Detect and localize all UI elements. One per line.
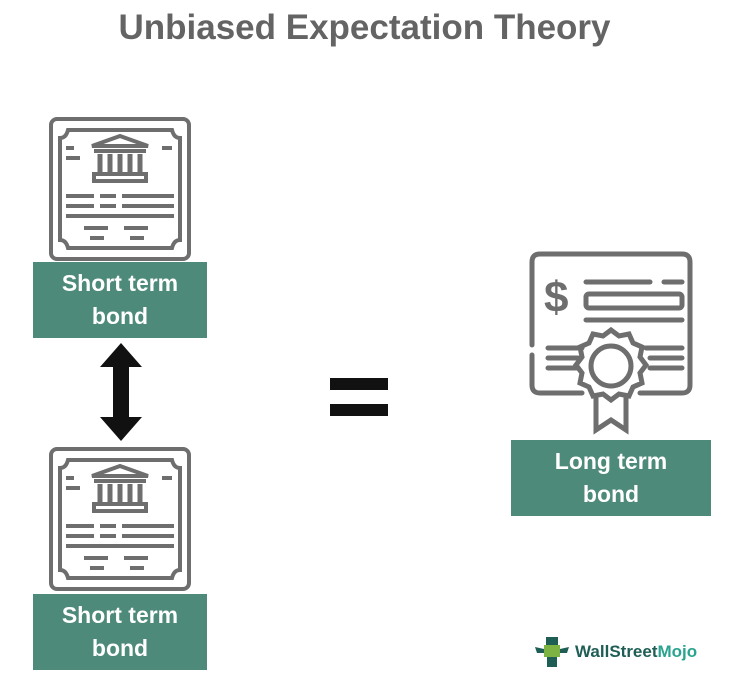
short-term-bond-label: Short term bond [33, 262, 207, 338]
bank-certificate-icon [49, 447, 191, 591]
equals-icon [330, 378, 388, 416]
svg-text:$: $ [544, 273, 568, 322]
short-term-bond-label: Short term bond [33, 594, 207, 670]
dollar-certificate-icon: $ [529, 251, 693, 435]
page-title: Unbiased Expectation Theory [118, 8, 611, 47]
bank-certificate-icon [49, 117, 191, 261]
double-arrow-icon [100, 343, 142, 441]
wallstreetmojo-logo: WallStreetMojo [535, 637, 697, 667]
long-term-bond-label: Long term bond [511, 440, 711, 516]
mascot-icon [535, 637, 569, 667]
